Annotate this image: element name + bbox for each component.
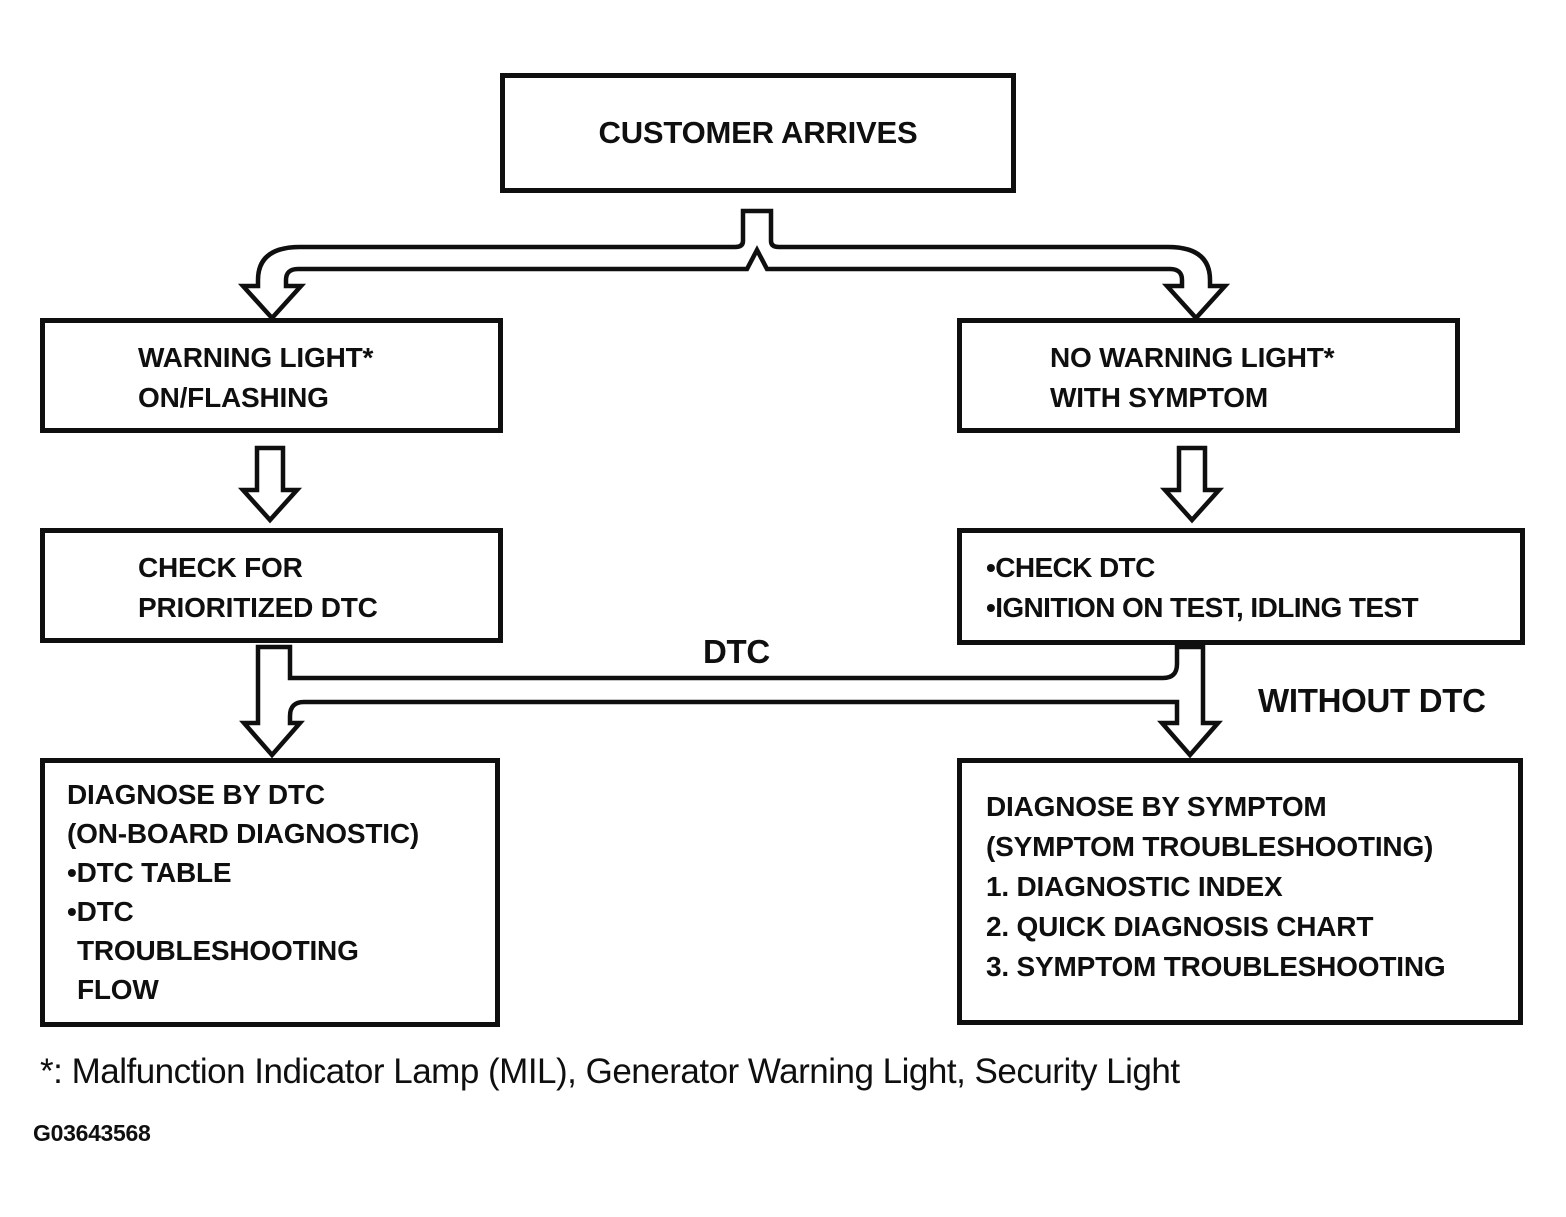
edge-label-without-dtc: WITHOUT DTC bbox=[1258, 682, 1486, 719]
node-warning-light-on-flashing: WARNING LIGHT* ON/FLASHING bbox=[40, 318, 503, 433]
branch-split-arrow bbox=[237, 208, 1231, 322]
node-diagnose-by-dtc: DIAGNOSE BY DTC (ON-BOARD DIAGNOSTIC) •D… bbox=[40, 758, 500, 1027]
node-diagnose-by-symptom: DIAGNOSE BY SYMPTOM (SYMPTOM TROUBLESHOO… bbox=[957, 758, 1523, 1025]
node-label: WARNING LIGHT* bbox=[138, 342, 374, 373]
node-label: •CHECK DTC bbox=[986, 552, 1155, 583]
edge-label-dtc: DTC bbox=[703, 633, 770, 670]
node-label: PRIORITIZED DTC bbox=[138, 592, 378, 623]
node-label: CUSTOMER ARRIVES bbox=[598, 115, 918, 150]
node-label: 3. SYMPTOM TROUBLESHOOTING bbox=[986, 951, 1446, 982]
node-label: 2. QUICK DIAGNOSIS CHART bbox=[986, 911, 1374, 942]
node-label: (SYMPTOM TROUBLESHOOTING) bbox=[986, 831, 1434, 862]
node-label: CHECK FOR bbox=[138, 552, 303, 583]
node-no-warning-light-with-symptom: NO WARNING LIGHT* WITH SYMPTOM bbox=[957, 318, 1460, 433]
down-arrow-left-icon bbox=[237, 445, 303, 524]
node-label: TROUBLESHOOTING bbox=[77, 935, 359, 966]
node-label: ON/FLASHING bbox=[138, 382, 329, 413]
footnote: *: Malfunction Indicator Lamp (MIL), Gen… bbox=[40, 1052, 1180, 1091]
node-label: DIAGNOSE BY DTC bbox=[67, 779, 325, 810]
node-label: FLOW bbox=[77, 974, 159, 1005]
node-label: •IGNITION ON TEST, IDLING TEST bbox=[986, 592, 1419, 623]
node-label: DIAGNOSE BY SYMPTOM bbox=[986, 791, 1327, 822]
node-label: WITH SYMPTOM bbox=[1050, 382, 1268, 413]
node-customer-arrives: CUSTOMER ARRIVES bbox=[500, 73, 1016, 193]
figure-code: G03643568 bbox=[33, 1120, 151, 1146]
node-check-dtc-tests: •CHECK DTC •IGNITION ON TEST, IDLING TES… bbox=[957, 528, 1525, 645]
node-label: 1. DIAGNOSTIC INDEX bbox=[986, 871, 1283, 902]
node-label: (ON-BOARD DIAGNOSTIC) bbox=[67, 818, 419, 849]
node-label: NO WARNING LIGHT* bbox=[1050, 342, 1335, 373]
node-check-for-prioritized-dtc: CHECK FOR PRIORITIZED DTC bbox=[40, 528, 503, 643]
down-arrow-right-icon bbox=[1159, 445, 1225, 524]
node-label: •DTC bbox=[67, 896, 134, 927]
node-label: •DTC TABLE bbox=[67, 857, 232, 888]
dtc-junction-arrows bbox=[239, 644, 1223, 759]
